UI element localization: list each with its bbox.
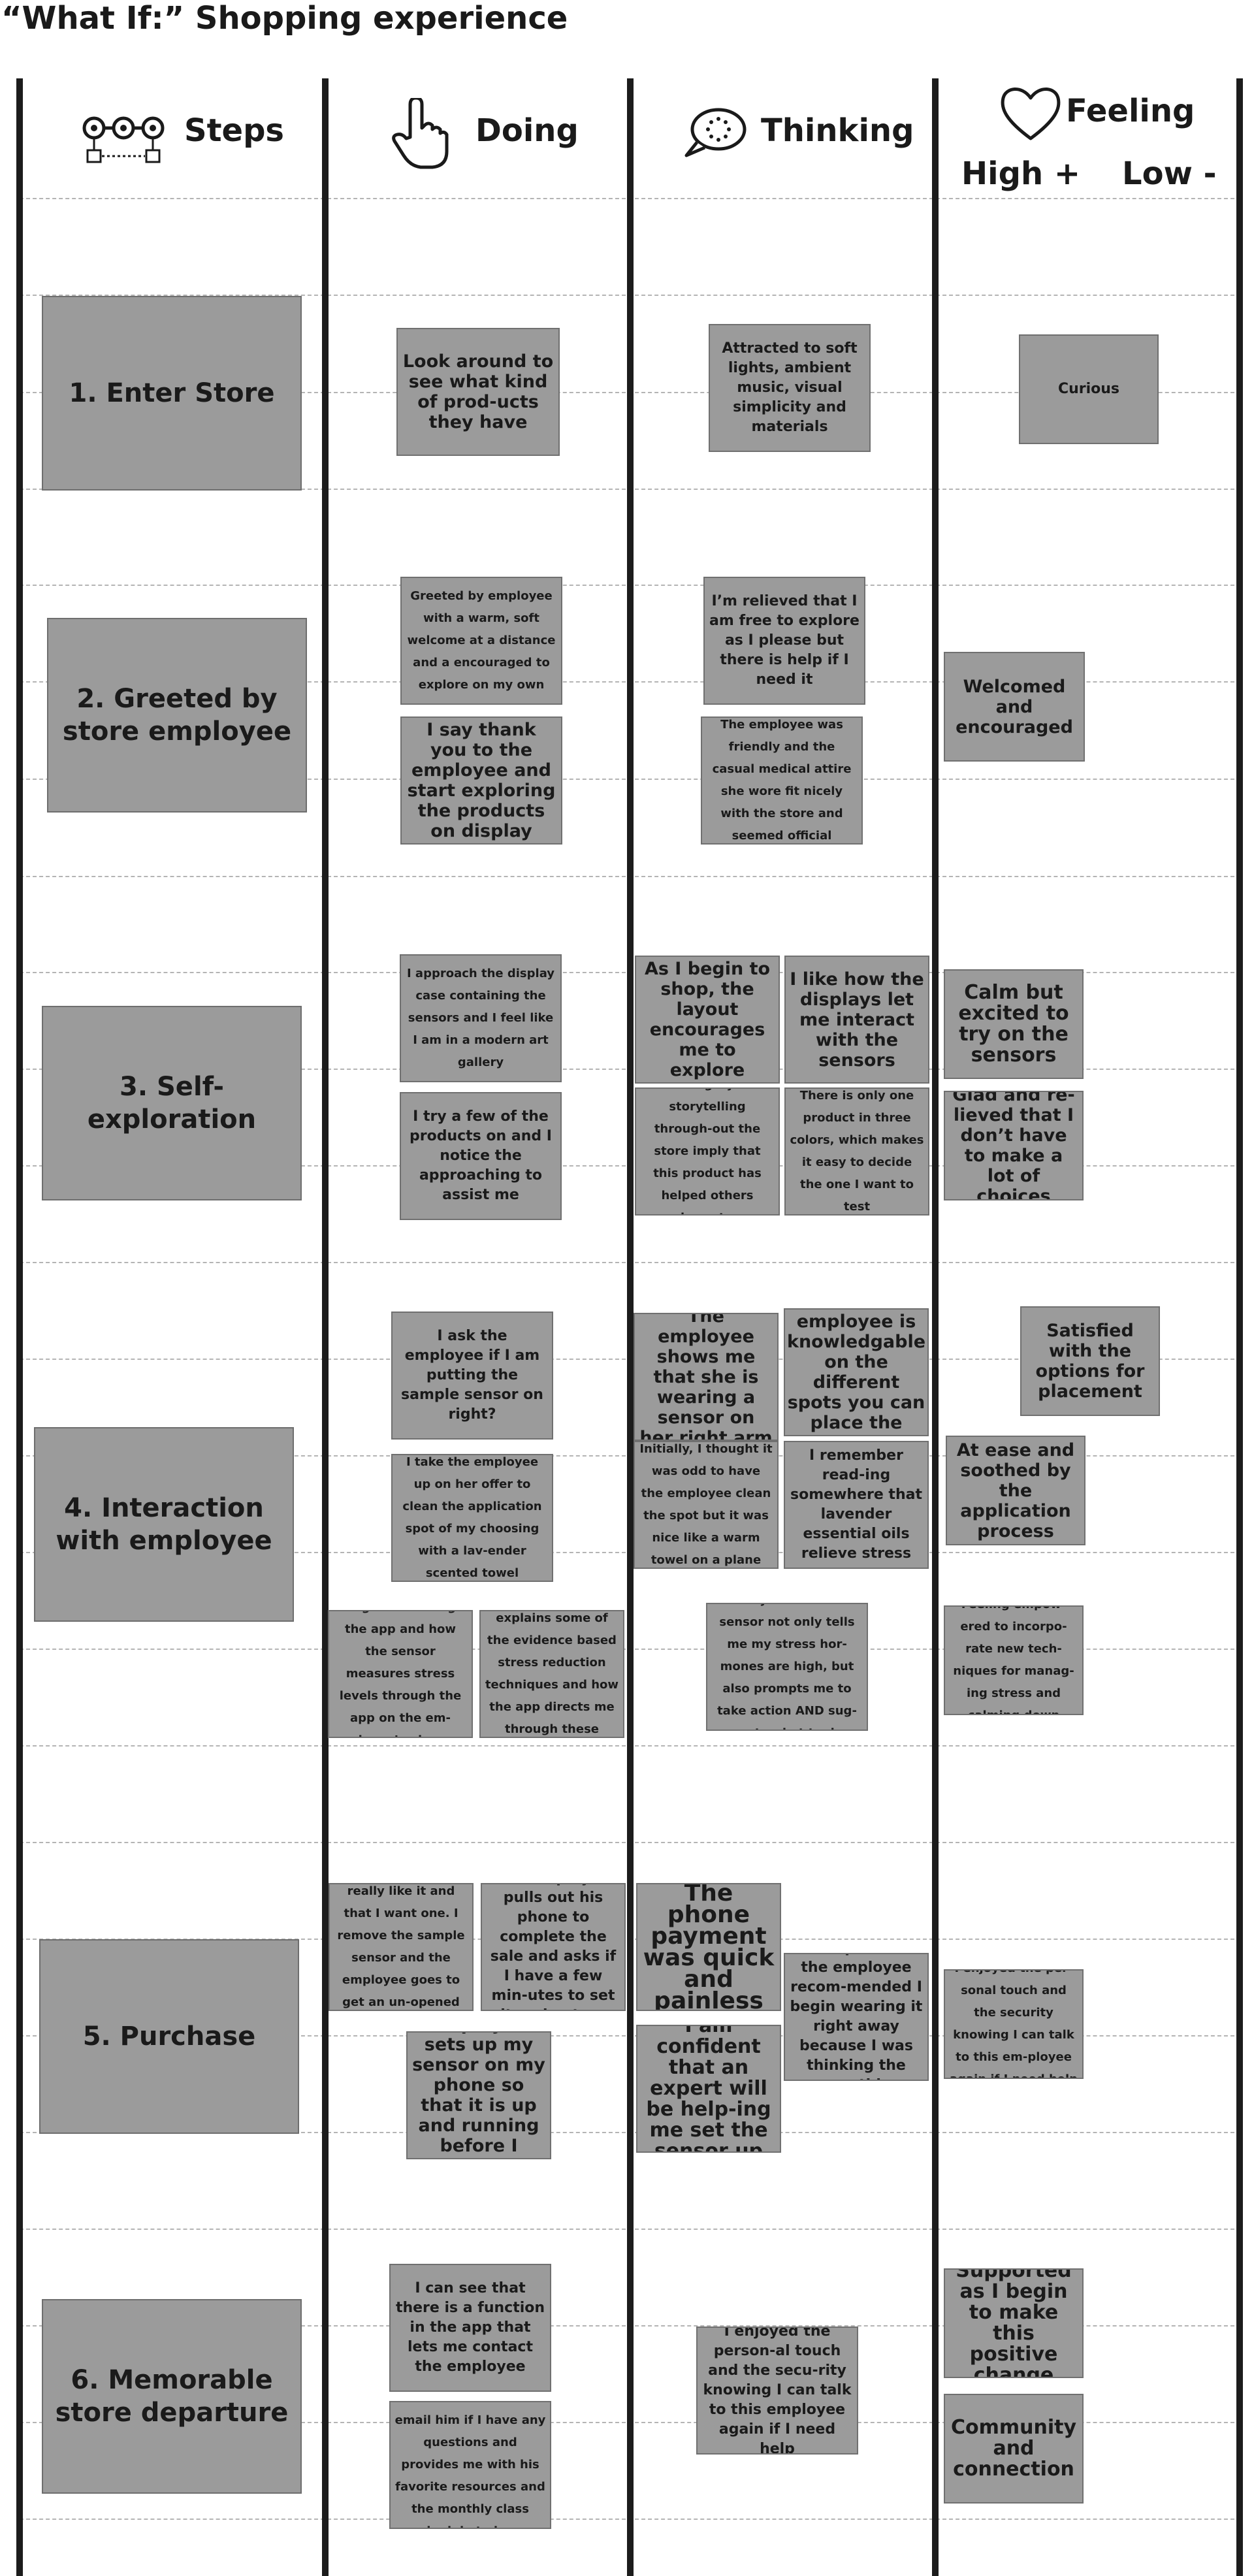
step-5-purchase: 5. Purchase [39, 1939, 299, 2134]
thinking-card: I like that the employee is knowledgable… [784, 1308, 929, 1436]
heart-icon [999, 84, 1062, 141]
hand-pointer-icon [391, 96, 449, 170]
page-title: “What If:” Shopping experience [1, 0, 568, 37]
step-1-enter-store: 1. Enter Store [42, 296, 302, 491]
thinking-card: I remember read-ing somewhere that laven… [784, 1441, 929, 1569]
step-6-departure: 6. Memorable store departure [42, 2299, 302, 2494]
doing-card: I ask the employee if I am putting the s… [391, 1312, 553, 1440]
thinking-card: I enjoyed the person-al touch and the se… [696, 2326, 858, 2455]
doing-card: The employee instructs me to text or ema… [389, 2401, 551, 2529]
thinking-card: I really like that the sensor not only t… [706, 1603, 868, 1731]
thinking-card: Initially, I thought it was odd to have … [634, 1441, 779, 1569]
feeling-low-label: Low - [1122, 155, 1217, 192]
feeling-card: Community and connection [944, 2394, 1084, 2504]
thought-bubble-icon [683, 105, 748, 161]
doing-card: Greeted by employee with a warm, soft we… [400, 577, 562, 705]
thinking-card: I’m relieved that I am free to explore a… [703, 577, 865, 705]
thinking-card: I like how the displays let me interact … [784, 956, 929, 1084]
column-divider [322, 78, 329, 2576]
column-divider [932, 78, 939, 2576]
feeling-card: At ease and soothed by the application p… [946, 1436, 1085, 1545]
process-steps-icon [80, 112, 171, 165]
column-header-thinking: Thinking [761, 112, 914, 149]
feeling-high-label: High + [961, 155, 1081, 192]
doing-card: Employee sets up my sensor on my phone s… [406, 2031, 551, 2159]
doing-card: I tell the employee I really like it and… [329, 1883, 474, 2011]
column-header-feeling: Feeling [1066, 93, 1195, 129]
column-header-steps: Steps [184, 112, 284, 149]
doing-card: I can see that there is a function in th… [389, 2264, 551, 2392]
thinking-card: The employee shows me that she is wearin… [634, 1313, 779, 1441]
doing-card: I approach the display case containing t… [400, 954, 562, 1082]
doing-card: Look around to see what kind of prod-uct… [396, 328, 560, 456]
doing-card: I’m guided through the app and how the s… [328, 1610, 473, 1738]
doing-card: The employee explains some of the eviden… [479, 1610, 624, 1738]
column-divider [627, 78, 634, 2576]
doing-card: I take the employee up on her offer to c… [391, 1454, 553, 1582]
feeling-card: Calm but excited to try on the sensors [944, 969, 1084, 1079]
thinking-card: Attracted to soft lights, ambient music,… [709, 324, 871, 452]
feeling-card: Supported as I begin to make this positi… [944, 2268, 1084, 2378]
doing-card: The employee pulls out his phone to comp… [481, 1883, 626, 2011]
thinking-card: The employee was friendly and the casual… [701, 716, 863, 845]
feeling-card: Satisfied with the options for placement [1020, 1306, 1160, 1416]
thinking-card: I am pleased the employee recom-mended I… [784, 1953, 929, 2081]
thinking-card: The phone payment was quick and painless [636, 1883, 781, 2011]
thinking-card: The imagery and storytelling through-out… [635, 1087, 780, 1216]
column-header-doing: Doing [475, 112, 579, 149]
step-4-interaction: 4. Interaction with employee [34, 1427, 294, 1622]
thinking-card: There is only one product in three color… [784, 1087, 929, 1216]
column-divider [1236, 78, 1243, 2576]
step-3-self-exploration: 3. Self-exploration [42, 1006, 302, 1200]
doing-card: I say thank you to the employee and star… [400, 716, 562, 845]
feeling-card: Curious [1019, 334, 1159, 444]
feeling-card: Feeling empow-ered to incorpo-rate new t… [944, 1605, 1084, 1715]
doing-card: I try a few of the products on and I not… [400, 1092, 562, 1220]
feeling-card: I enjoyed the per-sonal touch and the se… [944, 1969, 1084, 2079]
thinking-card: As I begin to shop, the layout encourage… [635, 956, 780, 1084]
feeling-card: Glad and re-lieved that I don’t have to … [944, 1091, 1084, 1200]
step-2-greeted: 2. Greeted by store employee [47, 618, 307, 813]
column-divider [16, 78, 23, 2576]
thinking-card: I am confident that an expert will be he… [636, 2025, 781, 2153]
feeling-card: Welcomed and encouraged [944, 652, 1085, 762]
